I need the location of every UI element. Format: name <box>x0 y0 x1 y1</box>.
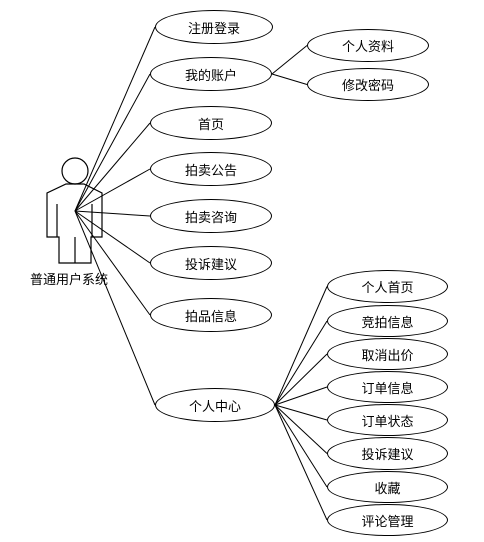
use-case-label: 拍品信息 <box>184 309 237 325</box>
connector-account <box>74 73 151 212</box>
connector-account-profile <box>271 45 308 75</box>
use-case-review-management[interactable]: 评论管理 <box>327 504 448 536</box>
connector-center-c_cancel <box>274 353 328 406</box>
use-case-profile[interactable]: 个人资料 <box>307 29 429 62</box>
use-case-label: 订单信息 <box>361 381 414 397</box>
use-case-label: 评论管理 <box>361 514 414 530</box>
use-case-my-account[interactable]: 我的账户 <box>150 57 272 91</box>
use-case-home[interactable]: 首页 <box>150 106 272 140</box>
use-case-favorites[interactable]: 收藏 <box>327 471 448 503</box>
actor-icon <box>46 157 103 264</box>
use-case-auction-announcement[interactable]: 拍卖公告 <box>150 152 272 186</box>
use-case-register[interactable]: 注册登录 <box>155 10 273 44</box>
use-case-label: 收藏 <box>374 481 401 497</box>
use-case-order-info[interactable]: 订单信息 <box>327 371 448 403</box>
connector-center <box>74 210 156 406</box>
connector-center-c_review <box>274 404 328 521</box>
use-case-label: 个人中心 <box>188 399 241 415</box>
connector-center-c_bid <box>274 320 328 406</box>
use-case-label: 个人首页 <box>361 281 414 296</box>
connector-center-c_complaint <box>274 404 328 454</box>
use-case-label: 取消出价 <box>361 348 414 364</box>
use-case-center-complaint[interactable]: 投诉建议 <box>327 437 448 470</box>
use-case-personal-home[interactable]: 个人首页 <box>327 270 448 303</box>
use-case-label: 投诉建议 <box>184 257 237 273</box>
connector-register <box>74 26 156 212</box>
use-case-label: 订单状态 <box>361 414 414 430</box>
use-case-complaint[interactable]: 投诉建议 <box>150 246 272 280</box>
connector-center-c_fav <box>274 404 328 488</box>
use-case-label: 竞拍信息 <box>361 315 414 331</box>
actor-label: 普通用户系统 <box>30 273 109 288</box>
use-case-label: 注册登录 <box>187 21 240 37</box>
use-case-change-password[interactable]: 修改密码 <box>307 68 429 101</box>
connector-announce <box>74 168 151 212</box>
use-case-item-info[interactable]: 拍品信息 <box>150 298 272 332</box>
use-case-label: 修改密码 <box>341 79 394 94</box>
connector-center-c_order <box>274 386 328 406</box>
connector-complaint <box>74 210 151 264</box>
connector-consult <box>74 210 151 217</box>
use-case-label: 拍卖咨询 <box>184 210 237 226</box>
connector-home <box>74 122 151 212</box>
connector-center-c_status <box>274 404 328 421</box>
use-case-label: 我的账户 <box>184 68 237 84</box>
connector-account-password <box>271 73 308 85</box>
use-case-label: 个人资料 <box>341 40 394 55</box>
use-case-label: 投诉建议 <box>361 448 414 463</box>
connector-center-c_home <box>274 286 328 406</box>
use-case-label: 首页 <box>197 117 224 133</box>
use-case-cancel-bid[interactable]: 取消出价 <box>327 338 448 370</box>
use-case-personal-center[interactable]: 个人中心 <box>155 388 275 422</box>
use-case-label: 拍卖公告 <box>184 163 237 179</box>
use-case-auction-consult[interactable]: 拍卖咨询 <box>150 199 272 233</box>
connector-items <box>74 210 151 316</box>
use-case-order-status[interactable]: 订单状态 <box>327 404 448 436</box>
use-case-bid-info[interactable]: 竞拍信息 <box>327 305 448 337</box>
